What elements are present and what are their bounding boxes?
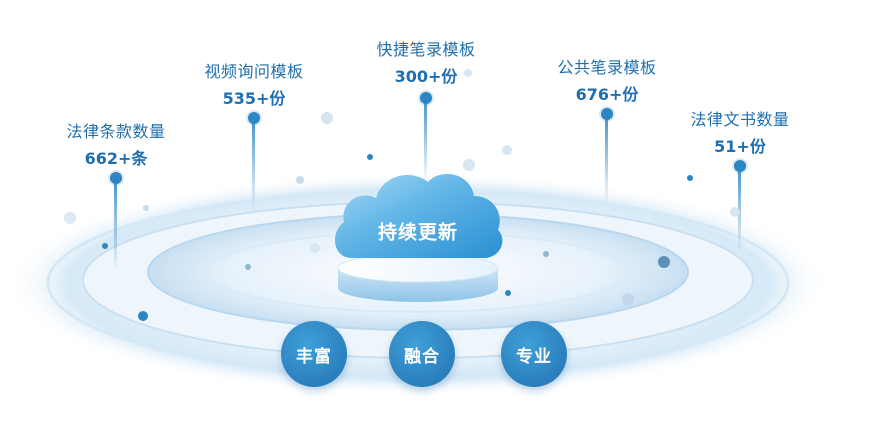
pin-head	[420, 92, 432, 104]
pin-line	[252, 118, 255, 210]
pin-head	[248, 112, 260, 124]
stat-label: 法律文书数量	[690, 110, 790, 129]
stat-label: 快捷笔录模板	[376, 40, 476, 59]
stat-legal-clauses: 法律条款数量 662+条	[66, 118, 165, 169]
stat-label: 视频询问模板	[204, 62, 304, 81]
decorative-dots	[64, 69, 740, 321]
stat-public-record-templates: 公共笔录模板 676+份	[557, 54, 656, 105]
stat-legal-documents: 法律文书数量 51+份	[690, 106, 789, 157]
pin-head	[734, 160, 746, 172]
pin-line	[424, 98, 427, 182]
stat-count: 535+份	[222, 89, 286, 108]
pin-line	[605, 114, 608, 204]
stat-video-templates: 视频询问模板 535+份	[204, 58, 303, 109]
cloud-label: 持续更新	[377, 221, 459, 244]
pin-head	[110, 172, 122, 184]
pillar-fusion: 融合	[389, 321, 455, 387]
stat-count: 300+份	[394, 67, 458, 86]
pillar-professional: 专业	[501, 321, 567, 387]
cloud-base-top	[337, 253, 499, 283]
pillar-label: 丰富	[296, 346, 332, 367]
stat-count: 51+份	[714, 137, 766, 156]
stat-count: 676+份	[575, 85, 639, 104]
stat-label: 法律条款数量	[66, 122, 166, 141]
pillar-label: 融合	[404, 346, 440, 367]
stat-label: 公共笔录模板	[557, 58, 657, 77]
pillar-rich: 丰富	[281, 321, 347, 387]
pin-line	[114, 178, 117, 270]
pillar-label: 专业	[516, 346, 552, 367]
cloud-icon	[334, 173, 503, 258]
pin-head	[601, 108, 613, 120]
pin-line	[738, 166, 741, 252]
stat-count: 662+条	[84, 149, 148, 168]
stat-quick-record-templates: 快捷笔录模板 300+份	[376, 36, 475, 87]
